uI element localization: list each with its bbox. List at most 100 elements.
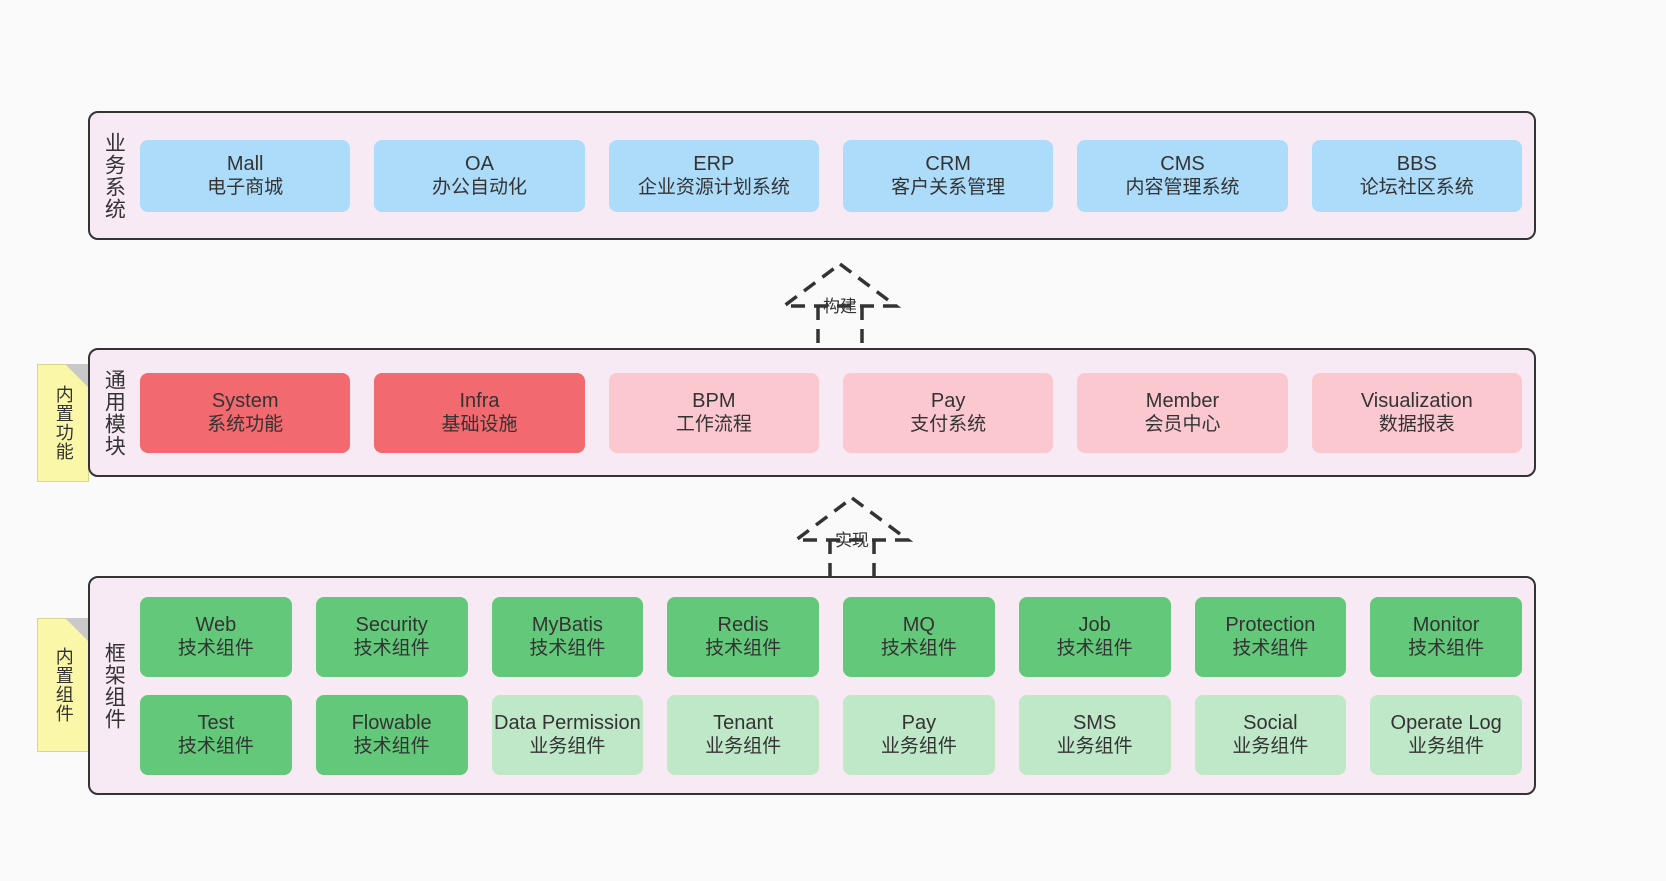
card-title-en: Pay xyxy=(901,711,937,734)
sticky-note-label: 内置组件 xyxy=(53,647,74,723)
layer-title-generic-modules: 通用模块 xyxy=(102,368,126,457)
card-title-cn: 论坛社区系统 xyxy=(1359,177,1474,199)
layer-title-framework-components: 框架组件 xyxy=(102,641,126,730)
layer-business-systems: 业务系统 Mall 电子商城 OA 办公自动化 ERP 企业资源计划系统 CRM… xyxy=(88,111,1536,240)
card-visualization[interactable]: Visualization 数据报表 xyxy=(1311,372,1522,453)
card-title-cn: 工作流程 xyxy=(675,414,752,436)
card-row: System 系统功能 Infra 基础设施 BPM 工作流程 Pay 支付系统… xyxy=(140,372,1522,453)
layer-framework-components: 框架组件 Web 技术组件 Security 技术组件 MyBatis 技术组件… xyxy=(88,576,1536,795)
card-title-cn: 系统功能 xyxy=(207,414,284,436)
card-pay-component[interactable]: Pay 业务组件 xyxy=(843,694,995,775)
card-social[interactable]: Social 业务组件 xyxy=(1194,694,1347,775)
layer-body-framework-components: Web 技术组件 Security 技术组件 MyBatis 技术组件 Redi… xyxy=(136,578,1534,793)
card-row: Test 技术组件 Flowable 技术组件 Data Permission … xyxy=(140,694,1522,775)
card-redis[interactable]: Redis 技术组件 xyxy=(667,596,819,677)
generalization-arrow-build: 构建 xyxy=(760,258,920,358)
card-title-cn: 支付系统 xyxy=(910,414,987,436)
card-title-cn: 企业资源计划系统 xyxy=(637,177,790,199)
sticky-note-builtin-functions: 内置功能 xyxy=(37,364,89,482)
card-title-en: CMS xyxy=(1160,152,1205,175)
card-title-cn: 技术组件 xyxy=(1056,638,1133,660)
card-bbs[interactable]: BBS 论坛社区系统 xyxy=(1311,139,1522,212)
card-title-en: Infra xyxy=(459,389,500,412)
card-title-cn: 客户关系管理 xyxy=(891,177,1006,199)
card-crm[interactable]: CRM 客户关系管理 xyxy=(842,139,1054,212)
card-title-cn: 技术组件 xyxy=(177,736,254,758)
card-monitor[interactable]: Monitor 技术组件 xyxy=(1370,596,1522,677)
card-title-cn: 技术组件 xyxy=(705,638,782,660)
card-test[interactable]: Test 技术组件 xyxy=(140,694,292,775)
card-title-cn: 基础设施 xyxy=(441,414,518,436)
card-title-cn: 办公自动化 xyxy=(431,177,527,199)
card-protection[interactable]: Protection 技术组件 xyxy=(1194,596,1347,677)
card-title-cn: 技术组件 xyxy=(529,638,606,660)
card-title-en: BBS xyxy=(1396,152,1437,175)
card-sms[interactable]: SMS 业务组件 xyxy=(1018,694,1171,775)
card-job[interactable]: Job 技术组件 xyxy=(1018,596,1171,677)
card-title-cn: 业务组件 xyxy=(880,736,957,758)
card-row: Web 技术组件 Security 技术组件 MyBatis 技术组件 Redi… xyxy=(140,596,1522,677)
card-member[interactable]: Member 会员中心 xyxy=(1077,372,1288,453)
card-title-cn: 技术组件 xyxy=(1232,638,1309,660)
card-title-en: Pay xyxy=(930,389,966,412)
sticky-note-builtin-components: 内置组件 xyxy=(37,618,89,752)
card-web[interactable]: Web 技术组件 xyxy=(140,596,292,677)
card-title-cn: 数据报表 xyxy=(1378,414,1455,436)
card-title-cn: 技术组件 xyxy=(353,736,430,758)
card-row: Mall 电子商城 OA 办公自动化 ERP 企业资源计划系统 CRM 客户关系… xyxy=(140,139,1522,212)
card-title-cn: 业务组件 xyxy=(1056,736,1133,758)
card-title-cn: 技术组件 xyxy=(353,638,430,660)
layer-title-business-systems: 业务系统 xyxy=(102,131,126,220)
card-system[interactable]: System 系统功能 xyxy=(140,372,351,453)
card-cms[interactable]: CMS 内容管理系统 xyxy=(1077,139,1288,212)
card-title-en: CRM xyxy=(925,152,971,175)
sticky-note-label: 内置功能 xyxy=(53,385,74,461)
card-erp[interactable]: ERP 企业资源计划系统 xyxy=(608,139,819,212)
card-title-cn: 业务组件 xyxy=(705,736,782,758)
layer-generic-modules: 通用模块 System 系统功能 Infra 基础设施 BPM 工作流程 Pay… xyxy=(88,348,1536,477)
card-title-en: Test xyxy=(197,711,235,734)
card-title-cn: 业务组件 xyxy=(1408,736,1485,758)
card-title-en: OA xyxy=(465,152,494,175)
card-title-en: Job xyxy=(1078,613,1111,636)
card-title-en: Redis xyxy=(717,613,769,636)
card-title-en: Flowable xyxy=(351,711,432,734)
card-mq[interactable]: MQ 技术组件 xyxy=(843,596,995,677)
card-title-cn: 电子商城 xyxy=(207,177,284,199)
card-title-cn: 业务组件 xyxy=(1232,736,1309,758)
card-title-en: Data Permission xyxy=(494,711,641,734)
card-title-cn: 会员中心 xyxy=(1144,414,1221,436)
card-title-en: Tenant xyxy=(713,711,774,734)
card-oa[interactable]: OA 办公自动化 xyxy=(374,139,585,212)
card-infra[interactable]: Infra 基础设施 xyxy=(374,372,585,453)
card-title-en: Security xyxy=(355,613,428,636)
card-title-en: MQ xyxy=(902,613,935,636)
card-title-en: Member xyxy=(1145,389,1220,412)
card-pay-module[interactable]: Pay 支付系统 xyxy=(842,372,1054,453)
layer-body-business-systems: Mall 电子商城 OA 办公自动化 ERP 企业资源计划系统 CRM 客户关系… xyxy=(136,113,1534,238)
card-data-permission[interactable]: Data Permission 业务组件 xyxy=(491,694,644,775)
card-operate-log[interactable]: Operate Log 业务组件 xyxy=(1370,694,1522,775)
card-title-en: BPM xyxy=(692,389,736,412)
card-flowable[interactable]: Flowable 技术组件 xyxy=(315,694,468,775)
card-title-en: Operate Log xyxy=(1390,711,1502,734)
card-title-cn: 技术组件 xyxy=(177,638,254,660)
card-title-en: Protection xyxy=(1225,613,1316,636)
card-title-en: Mall xyxy=(226,152,264,175)
card-title-cn: 业务组件 xyxy=(529,736,606,758)
card-bpm[interactable]: BPM 工作流程 xyxy=(608,372,819,453)
card-title-en: SMS xyxy=(1072,711,1117,734)
card-title-en: System xyxy=(211,389,279,412)
card-title-cn: 技术组件 xyxy=(880,638,957,660)
layer-body-generic-modules: System 系统功能 Infra 基础设施 BPM 工作流程 Pay 支付系统… xyxy=(136,350,1534,475)
card-title-en: Monitor xyxy=(1412,613,1480,636)
card-title-cn: 内容管理系统 xyxy=(1125,177,1240,199)
card-security[interactable]: Security 技术组件 xyxy=(315,596,468,677)
card-mall[interactable]: Mall 电子商城 xyxy=(140,139,351,212)
card-title-cn: 技术组件 xyxy=(1408,638,1485,660)
card-title-en: Visualization xyxy=(1360,389,1473,412)
card-tenant[interactable]: Tenant 业务组件 xyxy=(667,694,819,775)
card-mybatis[interactable]: MyBatis 技术组件 xyxy=(491,596,644,677)
card-title-en: ERP xyxy=(693,152,735,175)
